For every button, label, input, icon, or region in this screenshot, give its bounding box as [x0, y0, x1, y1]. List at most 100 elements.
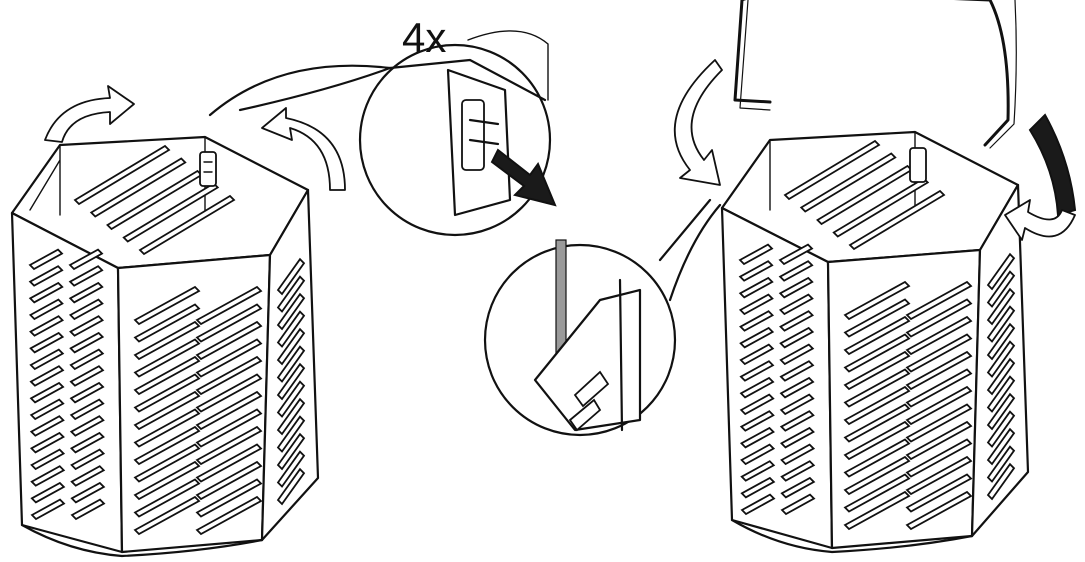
slot [89, 157, 187, 218]
basket-left-right-slots [276, 257, 306, 506]
slot [843, 333, 911, 373]
slot [276, 467, 306, 506]
slot [832, 177, 930, 238]
slot [779, 426, 815, 449]
slot [778, 260, 814, 282]
slot [70, 481, 106, 504]
basket-left-front-slots [133, 285, 263, 536]
slot [195, 478, 263, 518]
slot [905, 490, 973, 531]
slot [986, 357, 1016, 396]
slot [905, 455, 973, 496]
slot [843, 420, 911, 461]
slot [29, 398, 65, 421]
slot [905, 438, 973, 478]
slot [843, 455, 911, 496]
basket-handle [733, 0, 1010, 147]
slot [778, 276, 814, 299]
slot [28, 248, 64, 271]
slot [69, 415, 105, 437]
slot [779, 310, 815, 332]
slot [738, 293, 774, 316]
slot [276, 362, 306, 401]
slot [799, 152, 897, 213]
slot [138, 194, 236, 256]
basket-right [720, 130, 1030, 554]
slot [70, 498, 106, 521]
slot [740, 443, 776, 466]
basket-right-clip [909, 147, 927, 183]
slot [195, 285, 263, 326]
hook-arrow-icon [1004, 199, 1076, 241]
slot [779, 360, 815, 382]
slot [740, 476, 776, 499]
slot [276, 345, 306, 383]
slot [779, 393, 815, 416]
slot [133, 303, 201, 343]
slot [738, 260, 774, 282]
slot [276, 275, 306, 313]
basket-right-bottom [730, 518, 974, 554]
slot [276, 415, 306, 453]
slot [68, 281, 104, 304]
slot [780, 443, 816, 466]
slot [905, 350, 973, 391]
slot [739, 326, 775, 349]
basket-left-inner-slots [73, 144, 236, 256]
slot [133, 338, 201, 378]
slot [276, 450, 306, 488]
slot [73, 144, 171, 206]
callout-hook-detail [483, 198, 722, 437]
slot [30, 448, 66, 471]
basket-right-right-slots [986, 252, 1016, 501]
callout-clip-detail: 4x [208, 14, 557, 237]
slot [986, 287, 1016, 326]
slot [133, 355, 201, 396]
slot [986, 340, 1016, 378]
slot [986, 392, 1016, 431]
slot [195, 338, 263, 378]
basket-left-bottom [20, 523, 264, 558]
slot [740, 460, 776, 482]
callout-count-label: 4x [402, 14, 446, 61]
slot [195, 355, 263, 396]
basket-right-front-slots [843, 280, 973, 531]
slot [195, 320, 263, 361]
slot [779, 326, 815, 349]
slot [778, 293, 814, 316]
slot [905, 315, 973, 356]
slot [739, 426, 775, 449]
slot [905, 473, 973, 513]
slot [133, 460, 201, 501]
slot [70, 448, 106, 471]
slot [905, 420, 973, 461]
slot [133, 495, 201, 536]
slot [779, 343, 815, 366]
slot [779, 376, 815, 399]
slot [29, 331, 65, 354]
slot [780, 476, 816, 499]
basket-right-inner-slots [783, 139, 946, 251]
slot [29, 365, 65, 387]
slot [30, 481, 66, 504]
slot [843, 385, 911, 426]
slot [133, 373, 201, 413]
slot [195, 408, 263, 448]
pull-arrow-icon [490, 148, 557, 207]
slot [986, 427, 1016, 466]
slot [30, 465, 66, 487]
slot [986, 462, 1016, 501]
slot [276, 327, 306, 366]
slot [133, 443, 201, 483]
slot [29, 431, 65, 454]
basket-right-left-face [720, 206, 834, 550]
slot [905, 385, 973, 426]
slot [195, 425, 263, 466]
slot [122, 182, 220, 243]
insert-arrow-icon [673, 59, 723, 186]
slot [29, 381, 65, 404]
slot [780, 460, 816, 482]
slot [133, 390, 201, 431]
slot [739, 393, 775, 416]
slot [69, 365, 105, 387]
